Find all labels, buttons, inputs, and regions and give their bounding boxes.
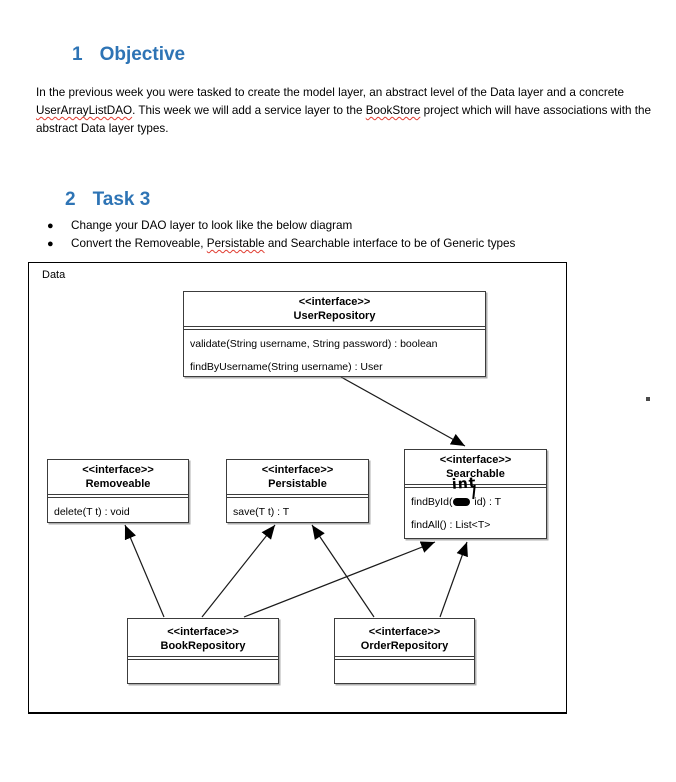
class-box-user-repository: <<interface>> UserRepository validate(St… — [183, 291, 486, 377]
uml-diagram: Data <<interface>> UserRepository valida… — [28, 262, 567, 714]
class-box-order-repository: <<interface>> OrderRepository — [334, 618, 475, 684]
method-signature: findAll() : List<T> — [411, 519, 491, 531]
class-name: BookRepository — [160, 640, 246, 652]
redacted-text — [453, 498, 471, 506]
stereotype-label: <<interface>> — [261, 464, 334, 476]
class-box-persistable: <<interface>> Persistable save(T t) : T — [226, 459, 369, 523]
stereotype-label: <<interface>> — [439, 454, 512, 466]
class-box-header: <<interface>> UserRepository — [184, 292, 485, 326]
method-signature-redacted: findById( id) : T — [411, 496, 501, 508]
bullet-text: Convert the Removeable, Persistable and … — [71, 237, 516, 250]
heading-number: 2 — [65, 189, 76, 210]
method-signature: validate(String username, String passwor… — [190, 338, 438, 350]
class-name: Persistable — [268, 478, 327, 490]
class-name: UserRepository — [293, 310, 376, 322]
misspelled-word: Persistable — [206, 237, 265, 250]
generalization-arrow-orderrepository-to-searchable — [439, 541, 468, 618]
compartment-separator — [405, 484, 546, 488]
list-item: ● Convert the Removeable, Persistable an… — [47, 235, 515, 253]
generalization-arrow-userrepository-to-searchable — [340, 376, 466, 447]
class-name: Removeable — [85, 478, 151, 490]
class-box-header: <<interface>> BookRepository — [128, 619, 278, 656]
class-name: OrderRepository — [360, 640, 449, 652]
objective-paragraph: In the previous week you were tasked to … — [36, 86, 651, 135]
misspelled-word: BookStore — [365, 104, 421, 117]
generalization-arrow-bookrepository-to-searchable — [243, 541, 436, 618]
methods-compartment: save(T t) : T — [227, 498, 368, 518]
stray-mark — [646, 397, 650, 401]
compartment-separator — [128, 656, 278, 660]
generalization-arrow-bookrepository-to-persistable — [201, 524, 276, 618]
methods-compartment: findById( id) : T findAll() : List<T> — [405, 488, 546, 531]
compartment-separator — [48, 494, 188, 498]
bullet-icon: ● — [47, 220, 54, 232]
class-box-header: <<interface>> Removeable — [48, 460, 188, 494]
task-list: ● Change your DAO layer to look like the… — [47, 217, 515, 253]
class-name: Searchable — [446, 468, 505, 480]
bullet-icon: ● — [47, 238, 54, 250]
generalization-arrow-bookrepository-to-removeable — [124, 524, 165, 618]
heading-number: 1 — [72, 44, 83, 65]
compartment-separator — [335, 656, 474, 660]
connector-layer — [124, 376, 468, 618]
heading-title: Task 3 — [92, 189, 151, 210]
class-box-removeable: <<interface>> Removeable delete(T t) : v… — [47, 459, 189, 523]
bullet-text: Change your DAO layer to look like the b… — [71, 219, 353, 232]
class-box-header: <<interface>> Persistable — [227, 460, 368, 494]
list-item: ● Change your DAO layer to look like the… — [47, 217, 515, 235]
compartment-separator — [227, 494, 368, 498]
class-box-book-repository: <<interface>> BookRepository — [127, 618, 279, 684]
class-box-header: <<interface>> OrderRepository — [335, 619, 474, 656]
methods-compartment — [128, 660, 278, 668]
heading-objective: 1 Objective — [72, 44, 185, 66]
stereotype-label: <<interface>> — [298, 296, 371, 308]
methods-compartment: delete(T t) : void — [48, 498, 188, 518]
method-signature: save(T t) : T — [233, 506, 290, 518]
method-signature: delete(T t) : void — [54, 506, 130, 518]
heading-task3: 2 Task 3 — [65, 189, 150, 211]
method-signature: findByUsername(String username) : User — [190, 361, 383, 373]
stereotype-label: <<interface>> — [368, 626, 441, 638]
misspelled-word: UserArrayListDAO — [36, 104, 133, 117]
stereotype-label: <<interface>> — [167, 626, 239, 638]
heading-title: Objective — [99, 44, 186, 65]
methods-compartment: validate(String username, String passwor… — [184, 330, 485, 373]
stereotype-label: <<interface>> — [82, 464, 154, 476]
class-box-searchable: <<interface>> Searchable findById( id) :… — [404, 449, 547, 539]
generalization-arrow-orderrepository-to-persistable — [311, 524, 375, 618]
methods-compartment — [335, 660, 474, 668]
class-box-header: <<interface>> Searchable — [405, 450, 546, 484]
compartment-separator — [184, 326, 485, 330]
diagram-label: Data — [42, 269, 66, 281]
